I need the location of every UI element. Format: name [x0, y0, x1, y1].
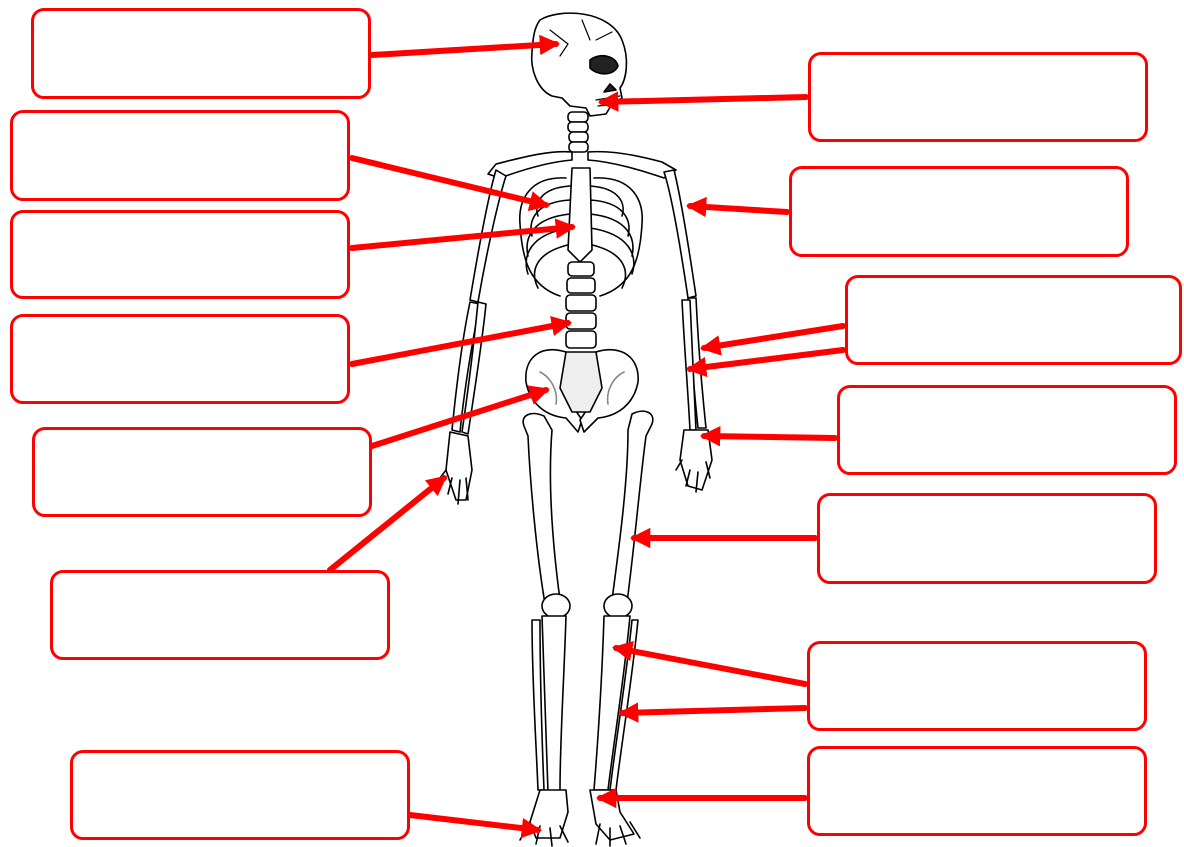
label-box-femur[interactable]: [817, 493, 1157, 584]
label-box-wrist[interactable]: [837, 385, 1177, 475]
label-box-sternum[interactable]: [10, 210, 350, 299]
femurs: [523, 411, 653, 610]
label-box-vertebrae[interactable]: [10, 314, 350, 404]
arrow-foot: [410, 815, 538, 830]
label-box-forearm[interactable]: [845, 275, 1182, 365]
arrow-skull: [372, 44, 556, 55]
label-box-ankle[interactable]: [807, 746, 1147, 836]
lower-legs: [532, 616, 638, 792]
sternum: [568, 168, 592, 262]
label-box-skull[interactable]: [31, 8, 371, 99]
label-box-foot[interactable]: [70, 750, 410, 840]
arrow-tibia: [616, 648, 805, 684]
arrow-wrist: [704, 436, 835, 438]
pointer-arrows: [330, 44, 843, 830]
label-box-clavicle[interactable]: [10, 110, 350, 201]
arrow-jaw: [602, 97, 806, 102]
right-arm: [664, 170, 712, 492]
label-box-pelvis[interactable]: [32, 427, 372, 517]
cervical-vertebrae: [568, 112, 588, 152]
arrow-fibula: [622, 708, 805, 713]
label-box-humerus[interactable]: [789, 166, 1129, 257]
left-patella: [542, 594, 570, 618]
arrow-humerus: [690, 206, 787, 212]
arrow-ulna: [690, 350, 843, 369]
label-box-lower-leg[interactable]: [807, 641, 1147, 731]
label-box-hand[interactable]: [50, 570, 390, 660]
arrow-radius: [704, 326, 843, 348]
lumbar-vertebrae: [566, 262, 596, 348]
arrow-sternum: [352, 227, 572, 248]
right-patella: [604, 594, 632, 618]
label-box-jaw[interactable]: [808, 52, 1148, 142]
